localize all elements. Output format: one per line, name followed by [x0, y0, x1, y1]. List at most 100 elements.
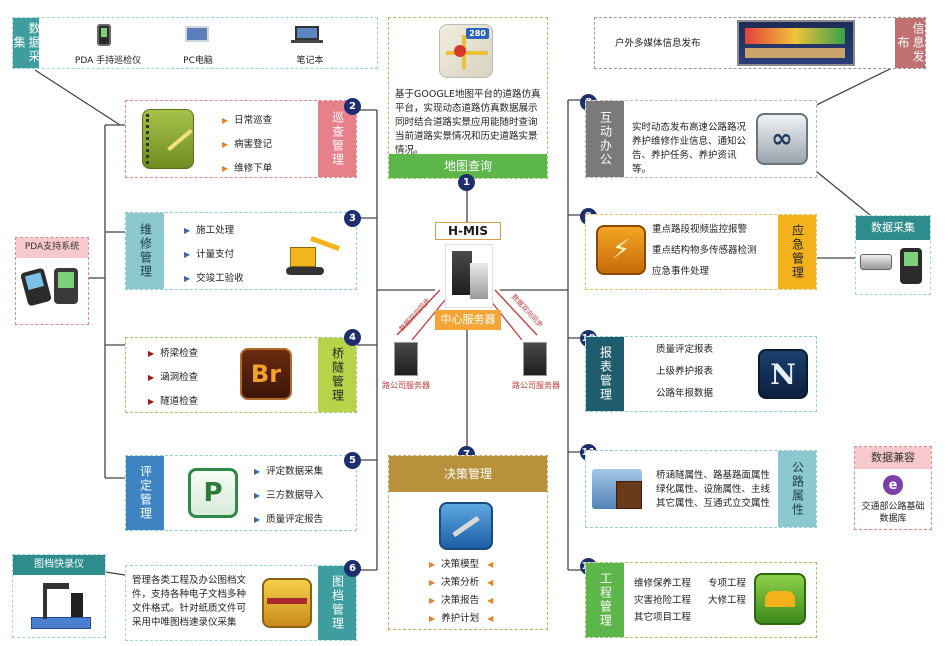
- pda-support-panel: PDA支持系统: [15, 237, 89, 325]
- maintenance-panel: 维修管理 ▶施工处理 ▶计量支付 ▶交竣工验收: [125, 212, 357, 290]
- evaluation-list: ▶评定数据采集 ▶三方数据导入 ▶质量评定报告: [254, 460, 323, 532]
- decision-list: ▶决策模型◀ ▶决策分析◀ ▶决策报告◀ ▶养护计划◀: [429, 556, 499, 628]
- engineering-item-1[interactable]: 维修保养工程: [634, 578, 692, 589]
- map-pin-icon: 280: [439, 24, 493, 78]
- office-tag[interactable]: 互动办公: [586, 101, 624, 177]
- engineering-item-5[interactable]: 其它项目工程: [634, 612, 692, 623]
- handheld-icon: [900, 248, 922, 284]
- decision-item-3[interactable]: ▶决策报告◀: [429, 595, 494, 606]
- evaluation-item-1[interactable]: ▶评定数据采集: [254, 466, 324, 477]
- maintenance-tag[interactable]: 维修管理: [126, 213, 164, 289]
- road-attr-tag[interactable]: 公路属性: [778, 451, 816, 527]
- maintenance-item-2[interactable]: ▶计量支付: [184, 249, 235, 260]
- decision-item-4[interactable]: ▶养护计划◀: [429, 613, 494, 624]
- evaluation-tag[interactable]: 评定管理: [126, 456, 164, 530]
- map-query-description: 基于GOOGLE地图平台的道路仿真平台，实现动态道路仿真数据展示同时结合道路实景…: [395, 89, 541, 156]
- bridge-item-3[interactable]: ▶隧道检查: [148, 396, 199, 407]
- maintenance-list: ▶施工处理 ▶计量支付 ▶交竣工验收: [184, 219, 244, 291]
- inspection-item-1[interactable]: ▶日常巡查: [222, 115, 273, 126]
- badge-6: 6: [344, 560, 361, 577]
- pda-icon: [97, 24, 111, 46]
- archive-panel: 管理各类工程及办公图档文件，支持各种电子文档多种文件格式。针对纸质文件可采用中唯…: [125, 565, 357, 641]
- office-description: 实时动态发布高速公路路况养护维修作业信息、通知公告、养护任务、养护资讯等。: [632, 122, 747, 175]
- emergency-item-2[interactable]: 重点结构物多传感器检测: [652, 245, 757, 256]
- engineering-item-2[interactable]: 专项工程: [708, 578, 747, 589]
- report-item-1[interactable]: 质量评定报表: [656, 344, 714, 355]
- info-publish-panel: 户外多媒体信息发布 信息发布: [594, 17, 926, 69]
- lightning-icon: ⚡: [596, 225, 646, 275]
- engineering-item-4[interactable]: 大修工程: [708, 595, 747, 606]
- pda-device-icon-1: [20, 267, 52, 307]
- scanner-device-panel: 图档快录仪: [12, 554, 106, 638]
- server-icon: [445, 244, 493, 308]
- emergency-item-3[interactable]: 应急事件处理: [652, 266, 710, 277]
- maintenance-item-3[interactable]: ▶交竣工验收: [184, 273, 244, 284]
- engineering-tag[interactable]: 工程管理: [586, 563, 624, 637]
- hmis-title: H-MIS: [435, 222, 501, 240]
- badge-2: 2: [344, 98, 361, 115]
- info-publish-caption: 户外多媒体信息发布: [615, 38, 701, 49]
- inspection-list: ▶日常巡查 ▶病害登记 ▶维修下单: [222, 109, 272, 181]
- scanner-device-title: 图档快录仪: [13, 555, 105, 575]
- map-route-badge: 280: [466, 28, 489, 39]
- archive-description: 管理各类工程及办公图档文件，支持各种电子文档多种文件格式。针对纸质文件可采用中唯…: [132, 575, 247, 628]
- engineering-grid: 维修保养工程 专项工程 灾害抢险工程 大修工程 其它项目工程: [634, 575, 746, 626]
- badge-3: 3: [344, 210, 361, 227]
- evaluation-item-3[interactable]: ▶质量评定报告: [254, 514, 324, 525]
- road-attr-line-2: 绿化属性、设施属性、主线: [656, 484, 771, 495]
- decision-title[interactable]: 决策管理: [389, 456, 547, 492]
- bridge-panel: ▶桥梁检查 ▶涵洞检查 ▶隧道检查 Br 桥隧管理: [125, 337, 357, 413]
- bridge-item-1[interactable]: ▶桥梁检查: [148, 348, 199, 359]
- report-tag[interactable]: 报表管理: [586, 337, 624, 411]
- emergency-panel: ⚡ 重点路段视频监控报警 重点结构物多传感器检测 应急事件处理 应急管理: [585, 214, 817, 290]
- decision-item-2[interactable]: ▶决策分析◀: [429, 577, 494, 588]
- inspection-item-2[interactable]: ▶病害登记: [222, 139, 273, 150]
- left-server-label: 路公司服务器: [382, 381, 430, 390]
- emergency-list: 重点路段视频监控报警 重点结构物多传感器检测 应急事件处理: [652, 219, 757, 282]
- report-list: 质量评定报表 上级养护报表 公路年报数据: [656, 339, 713, 405]
- data-collection-panel: 数据采集 PDA 手持巡检仪 PC电脑 笔记本: [12, 17, 378, 69]
- device-label-pda: PDA 手持巡检仪: [74, 56, 142, 66]
- data-collection-tag: 数据采集: [12, 18, 41, 68]
- badge-4: 4: [344, 329, 361, 346]
- archive-box-icon: [262, 578, 312, 628]
- center-server-label: 中心服务器: [435, 310, 501, 330]
- excavator-icon: [284, 236, 340, 277]
- laptop-base: [291, 40, 323, 43]
- bridge-tag[interactable]: 桥隧管理: [318, 338, 356, 412]
- archive-tag[interactable]: 图档管理: [318, 566, 356, 640]
- billboard-icon: [737, 20, 855, 66]
- device-label-laptop: 笔记本: [296, 56, 324, 66]
- device-label-pc: PC电脑: [183, 56, 213, 66]
- right-server-label: 路公司服务器: [512, 381, 560, 390]
- left-server-icon: [394, 342, 418, 376]
- compat-e-icon: e: [883, 475, 903, 495]
- inspection-item-3[interactable]: ▶维修下单: [222, 163, 273, 174]
- infinity-icon: ∞: [756, 113, 808, 165]
- compat-caption: 交通部公路基础数据库: [861, 502, 925, 524]
- laptop-icon: [295, 26, 319, 40]
- report-item-3[interactable]: 公路年报数据: [656, 388, 714, 399]
- road-attr-panel: 桥涵隧属性、路基路面属性 绿化属性、设施属性、主线 其它属性、互通式立交属性 公…: [585, 450, 817, 528]
- camera-icon: [860, 254, 892, 270]
- hmis-server-block: H-MIS 中心服务器: [435, 222, 501, 332]
- decision-item-1[interactable]: ▶决策模型◀: [429, 559, 494, 570]
- compat-panel: 数据兼容 e 交通部公路基础数据库: [854, 446, 932, 530]
- report-item-2[interactable]: 上级养护报表: [656, 366, 714, 377]
- map-query-panel: 280 基于GOOGLE地图平台的道路仿真平台，实现动态道路仿真数据展示同时结合…: [388, 17, 548, 179]
- road-attr-line-3: 其它属性、互通式立交属性: [656, 498, 771, 509]
- toolbox-icon: [754, 573, 806, 625]
- bridge-item-2[interactable]: ▶涵洞检查: [148, 372, 199, 383]
- emergency-tag[interactable]: 应急管理: [778, 215, 816, 289]
- engineering-item-3[interactable]: 灾害抢险工程: [634, 595, 692, 606]
- decision-tools-icon: [439, 502, 493, 550]
- data-collection-right-title: 数据采集: [856, 216, 930, 240]
- badge-1: 1: [458, 174, 475, 191]
- pda-support-title: PDA支持系统: [16, 238, 88, 258]
- maintenance-item-1[interactable]: ▶施工处理: [184, 225, 235, 236]
- decision-panel: 决策管理 ▶决策模型◀ ▶决策分析◀ ▶决策报告◀ ▶养护计划◀: [388, 455, 548, 630]
- bridge-br-icon: Br: [240, 348, 292, 400]
- emergency-item-1[interactable]: 重点路段视频监控报警: [652, 224, 748, 235]
- evaluation-item-2[interactable]: ▶三方数据导入: [254, 490, 324, 501]
- road-attr-lines: 桥涵隧属性、路基路面属性 绿化属性、设施属性、主线 其它属性、互通式立交属性: [656, 469, 770, 511]
